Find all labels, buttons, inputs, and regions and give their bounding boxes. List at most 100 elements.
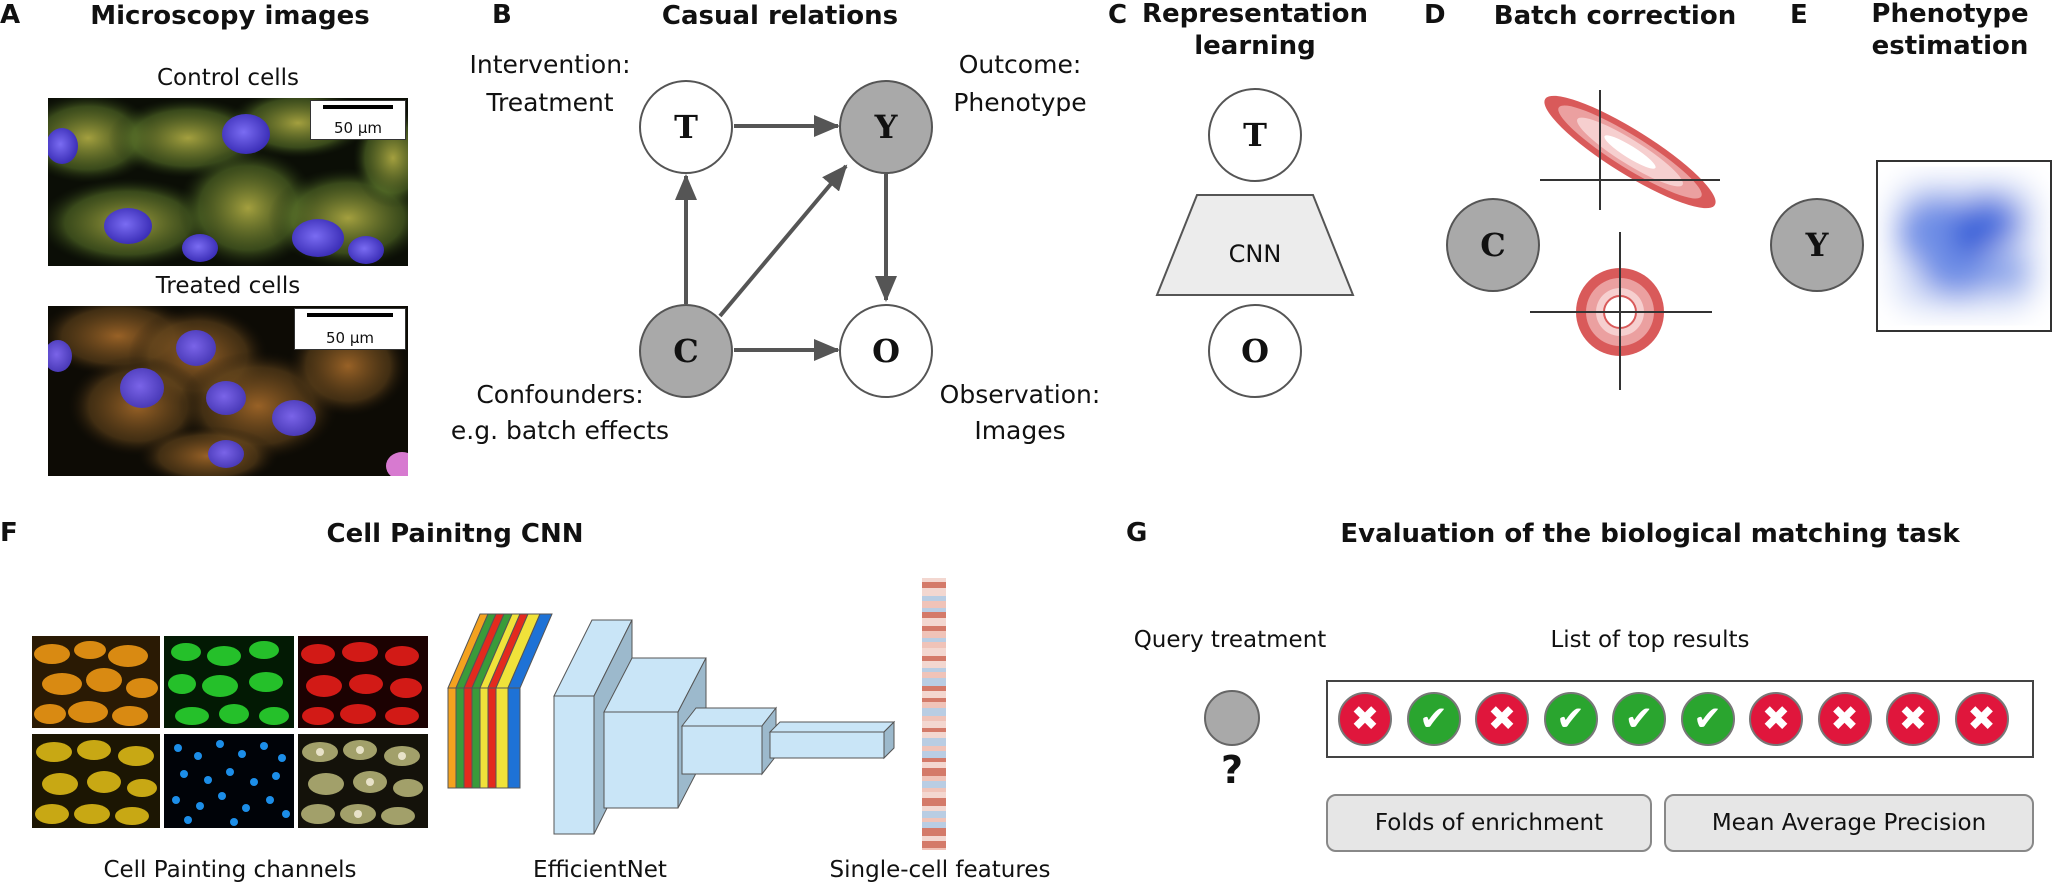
- panel-g-title: Evaluation of the biological matching ta…: [1340, 519, 1960, 549]
- channel-tile-merged: [298, 734, 428, 828]
- result-mismatch: ✖: [1817, 692, 1872, 746]
- channel-tile-orange: [32, 636, 160, 728]
- feature-stripe: [922, 732, 946, 738]
- feature-stripe: [922, 806, 946, 811]
- feature-stripe: [922, 811, 946, 818]
- panel-f-title: Cell Painitng CNN: [326, 519, 584, 549]
- channel-red-image: [298, 636, 428, 728]
- panel-d-title: Batch correction: [1493, 1, 1737, 31]
- panel-c-title-line2: learning: [1194, 31, 1316, 61]
- panel-label-g: G: [1126, 518, 1148, 548]
- node-confounder: C: [639, 304, 733, 398]
- node-e-phenotype: Y: [1770, 198, 1864, 292]
- feature-stripe: [922, 678, 946, 686]
- cross-icon: ✖: [1487, 699, 1517, 739]
- control-cells-label: Control cells: [156, 65, 299, 91]
- panel-label-b: B: [492, 0, 512, 30]
- cross-icon: ✖: [1350, 699, 1380, 739]
- panel-b-title: Casual relations: [661, 1, 899, 31]
- intervention-value: Treatment: [486, 88, 614, 117]
- feature-stripe: [922, 656, 946, 661]
- feature-stripe: [922, 582, 946, 588]
- node-c-observation: O: [1208, 304, 1302, 398]
- result-match: ✔: [1612, 692, 1666, 746]
- cross-icon: ✖: [1967, 699, 1996, 739]
- panel-a-title: Microscopy images: [90, 1, 370, 31]
- scale-bar-control-label: 50 μm: [333, 119, 382, 137]
- treated-cells-micrograph: [48, 306, 408, 476]
- scale-bar-control: 50 μm: [310, 100, 406, 140]
- mean-average-precision-metric: Mean Average Precision: [1664, 794, 2034, 852]
- feature-stripe: [922, 672, 946, 678]
- outcome-label: Outcome:: [958, 50, 1082, 79]
- panel-e-title-line1: Phenotype: [1871, 0, 2029, 29]
- panel-label-c: C: [1108, 0, 1128, 30]
- feature-stripe: [922, 708, 946, 716]
- feature-stripe: [922, 716, 946, 721]
- feature-stripe: [922, 746, 946, 751]
- feature-stripe: [922, 776, 946, 781]
- panel-c-title-line1: Representation: [1141, 0, 1369, 29]
- cross-icon: ✖: [1830, 699, 1859, 739]
- feature-stripe: [922, 618, 946, 626]
- folds-of-enrichment-metric: Folds of enrichment: [1326, 794, 1652, 852]
- feature-stripe: [922, 638, 946, 642]
- observation-label: Observation:: [939, 380, 1101, 409]
- feature-stripe: [922, 721, 946, 728]
- conv-block-2: [603, 657, 707, 809]
- features-caption: Single-cell features: [829, 857, 1051, 883]
- feature-stripe: [922, 788, 946, 792]
- node-observation: O: [839, 304, 933, 398]
- feature-stripe: [922, 728, 946, 732]
- result-mismatch: ✖: [1749, 692, 1803, 746]
- phenotype-density-map: [1892, 180, 2038, 312]
- cross-icon: ✖: [1898, 699, 1928, 739]
- top-results-list: ✖✔✖✔✔✔✖✖✖✖: [1326, 680, 2034, 758]
- conv-block-4: [768, 720, 896, 760]
- node-c-treatment: T: [1208, 88, 1302, 182]
- scale-bar-treated: 50 μm: [294, 308, 406, 350]
- query-treatment-node: [1204, 690, 1260, 746]
- feature-stripe: [922, 608, 946, 612]
- network-caption: EfficientNet: [533, 857, 667, 883]
- panel-e-title-line2: estimation: [1871, 31, 2029, 61]
- result-match: ✔: [1680, 692, 1735, 746]
- channel-yellow-image: [32, 734, 160, 828]
- result-mismatch: ✖: [1475, 692, 1529, 746]
- feature-stripe: [922, 762, 946, 768]
- arrow-c-to-y: [718, 164, 848, 318]
- single-cell-feature-vector: [922, 578, 946, 850]
- panel-label-d: D: [1424, 0, 1446, 30]
- channel-tile-yellow: [32, 734, 160, 828]
- node-phenotype: Y: [839, 80, 933, 174]
- batch-correction-plot: [1530, 90, 1720, 390]
- intervention-label: Intervention:: [469, 50, 631, 79]
- cross-icon: ✖: [1761, 699, 1791, 739]
- feature-stripe: [922, 702, 946, 708]
- efficientnet-diagram: [447, 613, 896, 835]
- cnn-trapezoid: [1155, 194, 1355, 296]
- feature-stripe: [922, 596, 946, 601]
- feature-stripe: [922, 836, 946, 841]
- channels-caption: Cell Painting channels: [103, 857, 357, 883]
- feature-stripe: [922, 698, 946, 702]
- panel-label-e: E: [1790, 0, 1808, 30]
- feature-stripe: [922, 818, 946, 822]
- scale-bar-treated-label: 50 μm: [325, 329, 374, 347]
- observation-value: Images: [974, 416, 1066, 445]
- feature-stripe: [922, 686, 946, 691]
- channel-merged-image: [298, 734, 428, 828]
- feature-stripe: [922, 642, 946, 648]
- feature-stripe: [922, 626, 946, 631]
- feature-stripe: [922, 751, 946, 758]
- check-icon: ✔: [1556, 699, 1585, 739]
- feature-stripe: [922, 668, 946, 672]
- feature-stripe: [922, 588, 946, 596]
- feature-stripe: [922, 601, 946, 608]
- result-match: ✔: [1543, 692, 1598, 746]
- control-cells-image: 50 μm: [48, 98, 408, 266]
- feature-stripe: [922, 578, 946, 582]
- panel-label-a: A: [0, 0, 21, 30]
- panel-label-f: F: [0, 518, 18, 548]
- feature-stripe: [922, 828, 946, 836]
